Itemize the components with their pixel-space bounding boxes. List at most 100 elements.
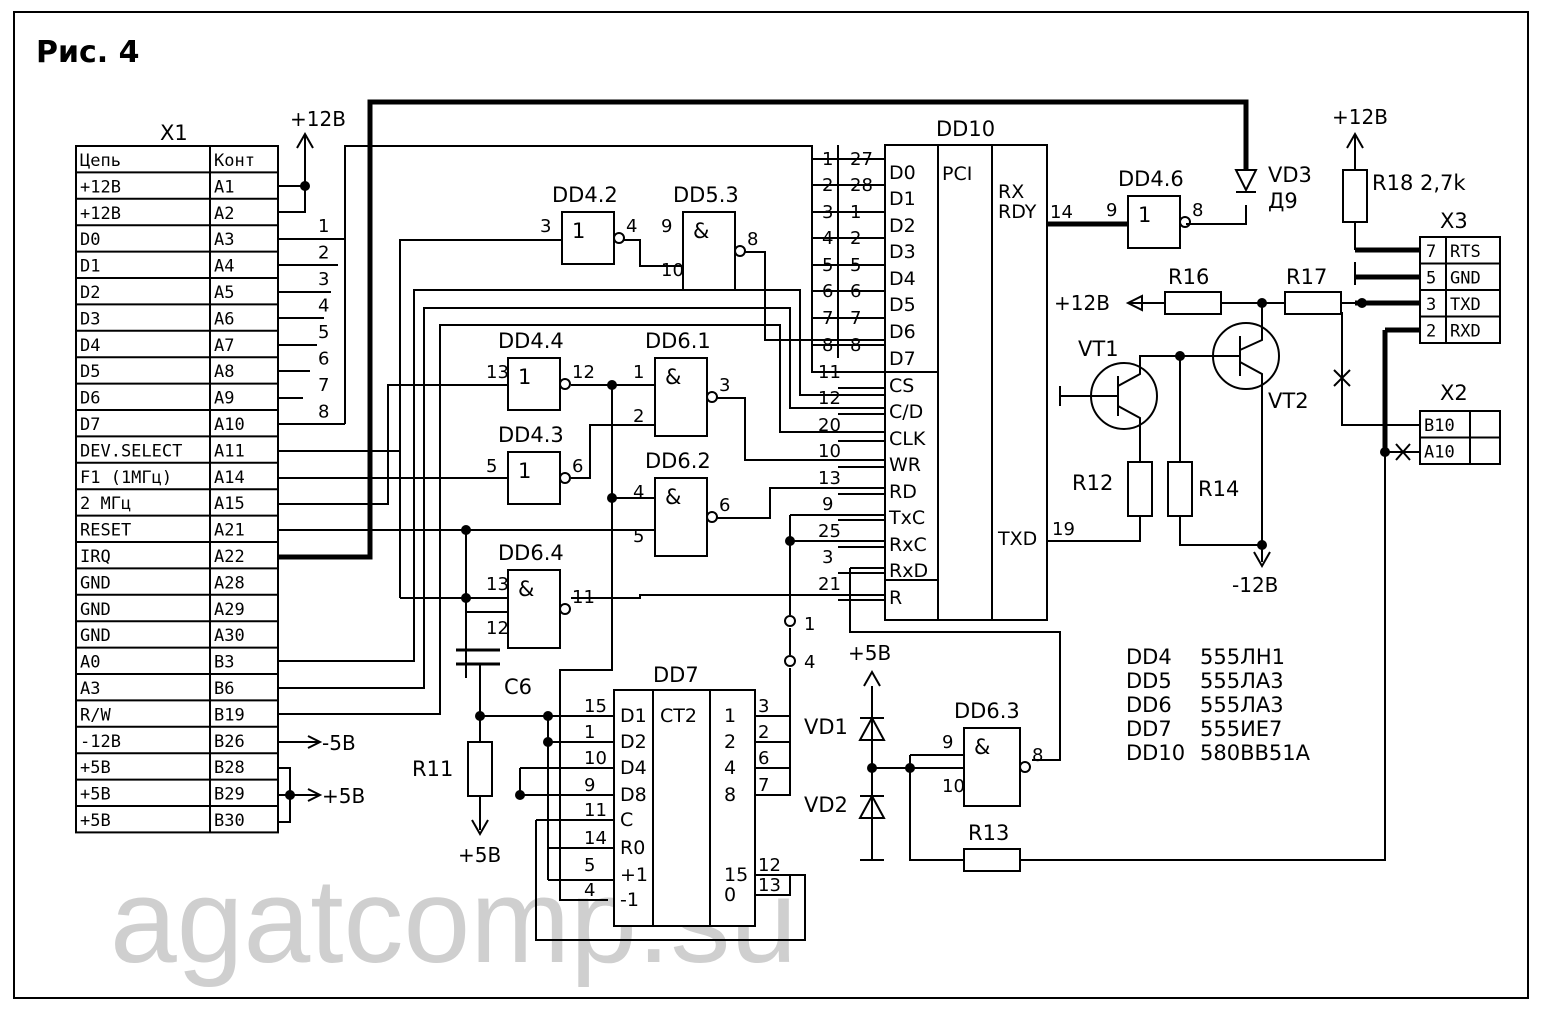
dd10-pin-label: RxC — [889, 534, 927, 556]
power-label-p5-r11: +5В — [458, 843, 501, 867]
vt2-label: VT2 — [1268, 389, 1309, 413]
legend-part: DD4 — [1126, 645, 1172, 669]
gate-in-pin: 13 — [486, 362, 509, 383]
dd10-left-pin: 2 — [822, 175, 833, 196]
legend-type: 555ЛА3 — [1200, 693, 1284, 717]
dd10-txd: TXD — [997, 528, 1037, 550]
jumper-contacts — [784, 615, 796, 667]
dd10-pin-label: D3 — [889, 241, 916, 263]
power-label-p5-out: +5В — [322, 784, 365, 808]
vt1-label: VT1 — [1078, 337, 1119, 361]
gate-symbol: & — [665, 365, 681, 389]
dd10-pin-label: RD — [889, 481, 917, 503]
power-label-m12-vt: -12В — [1232, 573, 1278, 597]
dd10-rxrdy-pin: 14 — [1050, 202, 1073, 223]
x1-contact-cell: A28 — [214, 573, 245, 593]
dd7-right-label: 8 — [724, 784, 736, 806]
x3-signal: RTS — [1450, 242, 1481, 262]
x3-signal: TXD — [1450, 295, 1481, 315]
dd7-left-label: D4 — [620, 757, 647, 779]
dd7-left-pin: 9 — [584, 775, 595, 796]
x1-contact-cell: A5 — [214, 283, 234, 303]
figure-title: Рис. 4 — [36, 35, 140, 70]
dd10-pin-label: C/D — [889, 401, 923, 423]
dd10-left-pin: 9 — [822, 494, 833, 515]
gate-in1-pin: 1 — [633, 362, 644, 383]
dd10-pin-label: CLK — [889, 428, 926, 450]
x3-pin: 3 — [1426, 295, 1436, 315]
x1-contact-cell: A14 — [214, 468, 245, 488]
gate-in2-pin: 12 — [486, 618, 509, 639]
x1-contact-cell: B30 — [214, 811, 245, 831]
dd10-type: PCI — [942, 163, 972, 185]
dd10-left-pin: 3 — [822, 547, 833, 568]
x1-contact-cell: B26 — [214, 732, 245, 752]
dd10-left-pin: 12 — [818, 388, 841, 409]
dd10-left-pin: 1 — [822, 149, 833, 170]
dd10-right-pin: 28 — [850, 175, 873, 196]
r14-label: R14 — [1198, 477, 1239, 501]
dd10-pins: 1D02D13D24D35D46D57D68D711CS12C/D20CLK10… — [818, 149, 928, 609]
x1-bus-number: 7 — [318, 375, 329, 396]
dd10-pin-label: WR — [889, 454, 921, 476]
gate-out-pin: 4 — [626, 216, 637, 237]
gate-out-pin: 3 — [719, 375, 730, 396]
dd10-left-pin: 7 — [822, 308, 833, 329]
gate-out-pin: 8 — [1192, 200, 1203, 221]
dd10-pin-label: TxC — [888, 507, 925, 529]
x1-net-cell: F1 (1МГц) — [80, 468, 172, 488]
dd7-left-label: C — [620, 809, 633, 831]
legend-part: DD5 — [1126, 669, 1172, 693]
dd10-pin-label: D0 — [889, 162, 916, 184]
gate-name: DD4.6 — [1118, 167, 1184, 191]
x3-pin: 7 — [1426, 242, 1436, 262]
x1-bus-number: 2 — [318, 243, 329, 264]
dd10-right-pin: 6 — [850, 281, 861, 302]
figure-frame — [13, 11, 1529, 999]
legend-type: 580ВВ51А — [1200, 741, 1311, 765]
dd7-left-pin: 1 — [584, 722, 595, 743]
dd7-right-pin: 13 — [758, 875, 781, 896]
dd7-left-label: D2 — [620, 731, 647, 753]
vd2-label: VD2 — [804, 793, 848, 817]
x1-bus-number: 3 — [318, 269, 329, 290]
x1-net-cell: D7 — [80, 415, 100, 435]
x1-net-cell: A0 — [80, 653, 100, 673]
dd10-right-pin: 5 — [850, 255, 861, 276]
x1-net-cell: R/W — [80, 705, 111, 725]
c6-label: C6 — [504, 675, 532, 699]
gate-symbol: & — [665, 485, 681, 509]
gate-symbol: 1 — [518, 459, 531, 483]
gate-in1-pin: 9 — [661, 216, 672, 237]
gate-out-pin: 6 — [719, 495, 730, 516]
x1-contact-cell: A9 — [214, 389, 234, 409]
gate-name: DD4.3 — [498, 423, 564, 447]
dd7-type: CT2 — [660, 705, 697, 727]
x1-contact-cell: A10 — [214, 415, 245, 435]
x1-net-cell: A3 — [80, 679, 100, 699]
gate-symbol: & — [518, 577, 534, 601]
dd7-left-pin: 11 — [584, 800, 607, 821]
dd7-left-pin: 15 — [584, 696, 607, 717]
x1-contact-cell: A30 — [214, 626, 245, 646]
dd7-right-label: 0 — [724, 884, 736, 906]
x1-net-cell: +12В — [80, 177, 121, 197]
dd10-pin-label: RxD — [889, 560, 928, 582]
gate-in2-pin: 2 — [633, 406, 644, 427]
dd10-pin-label: D4 — [889, 268, 916, 290]
x1-contact-cell: A22 — [214, 547, 245, 567]
dd7-name: DD7 — [653, 663, 699, 687]
dd7-left-label: -1 — [620, 889, 639, 911]
data-bus-wiring — [278, 145, 885, 425]
gate-name: DD6.1 — [645, 329, 711, 353]
x1-contact-cell: A21 — [214, 521, 245, 541]
legend-type: 555ЛА3 — [1200, 669, 1284, 693]
x2-wiring — [1333, 312, 1420, 461]
dd10-right-pin: 2 — [850, 228, 861, 249]
dd7-left-label: +1 — [620, 864, 648, 886]
